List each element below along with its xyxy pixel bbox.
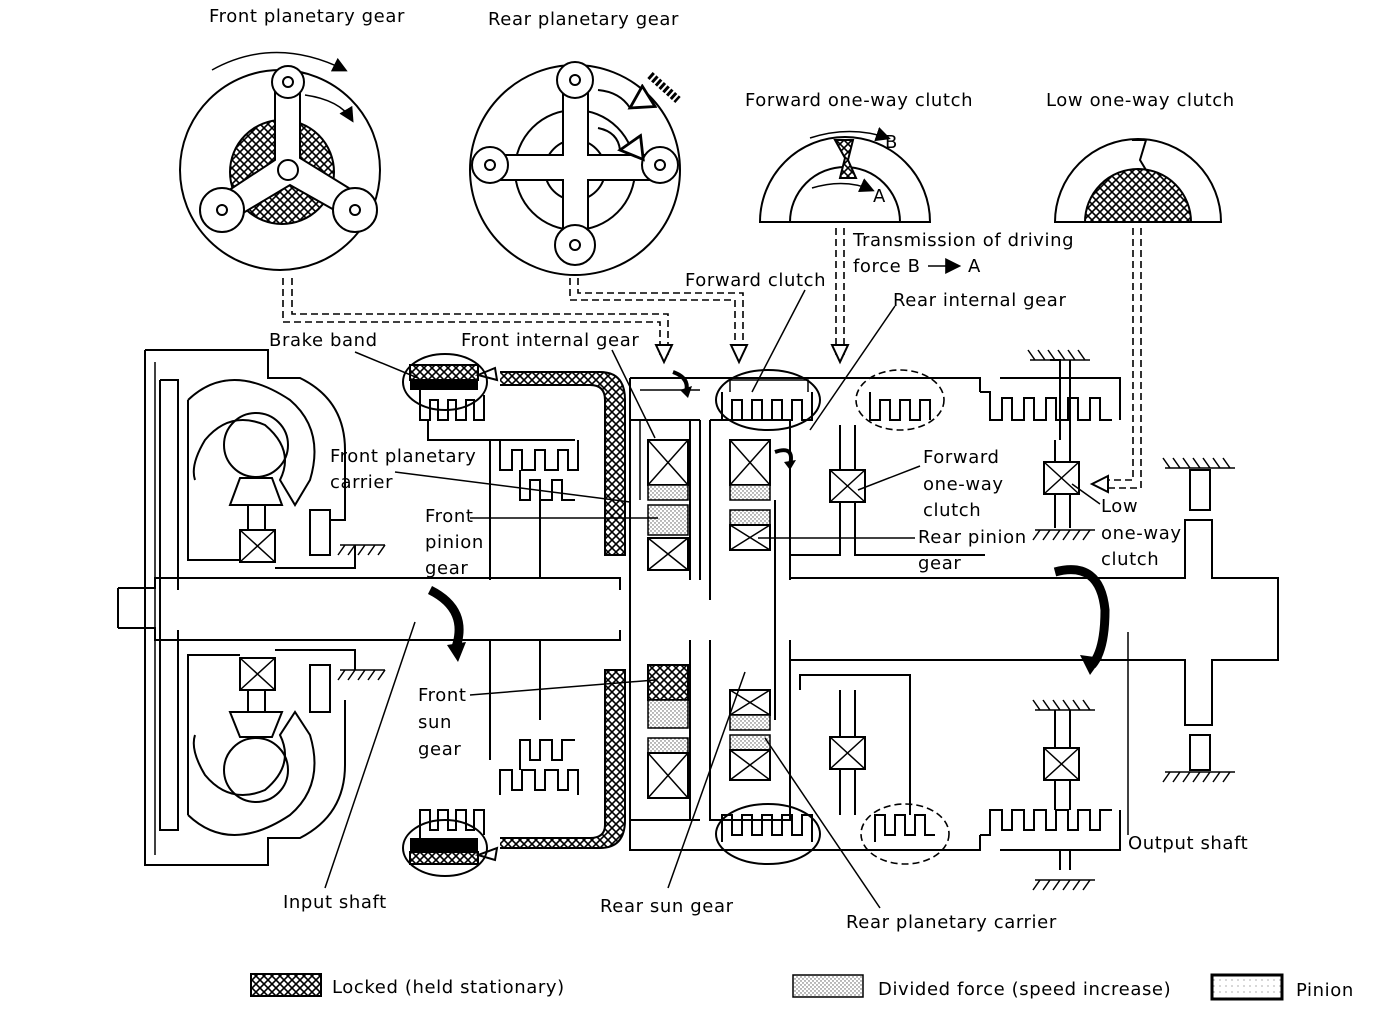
- marker-a: A: [873, 186, 886, 207]
- label-front-planetary-carrier-2: carrier: [330, 472, 393, 493]
- label-low-one-way-clutch-3: clutch: [1101, 549, 1159, 570]
- label-front-pinion-gear-3: gear: [425, 558, 468, 579]
- output-shaft: [790, 457, 1279, 783]
- label-rear-sun-gear: Rear sun gear: [600, 896, 734, 917]
- front-planetary-set: [489, 419, 701, 821]
- label-forward-clutch: Forward clutch: [685, 270, 826, 291]
- label-front-planetary-carrier-1: Front planetary: [330, 446, 476, 467]
- label-front-sun-gear-3: gear: [418, 739, 461, 760]
- forward-one-way-clutch-figure: B A: [758, 127, 932, 223]
- label-transmission-line2: force B: [853, 256, 921, 277]
- legend-swatch-locked: [250, 973, 322, 997]
- marker-b: B: [885, 132, 898, 153]
- label-forward-one-way-clutch-3: clutch: [923, 500, 981, 521]
- label-front-pinion-gear-1: Front: [425, 506, 474, 527]
- brake-band-top: [402, 353, 626, 556]
- legend-divided: Divided force (speed increase): [878, 979, 1171, 1000]
- dashed-connections: [282, 228, 1142, 494]
- low-one-way-clutch-figure: [1053, 138, 1223, 223]
- legend-swatch-divided: [792, 974, 864, 998]
- label-transmission-line1: Transmission of driving: [852, 230, 1074, 251]
- label-forward-one-way-clutch-top: Forward one-way clutch: [745, 90, 973, 111]
- label-rear-pinion-gear-2: gear: [918, 553, 961, 574]
- label-low-one-way-clutch-1: Low: [1101, 496, 1138, 517]
- output-assembly: [980, 349, 1121, 891]
- label-front-pinion-gear-2: pinion: [425, 532, 484, 553]
- label-low-one-way-clutch-2: one-way: [1101, 523, 1182, 544]
- torque-converter: [144, 349, 386, 866]
- label-input-shaft: Input shaft: [283, 892, 387, 913]
- label-low-one-way-clutch-top: Low one-way clutch: [1046, 90, 1235, 111]
- label-output-shaft: Output shaft: [1128, 833, 1248, 854]
- label-front-internal-gear: Front internal gear: [461, 330, 639, 351]
- label-brake-band: Brake band: [269, 330, 378, 351]
- labels: Front planetary gear Rear planetary gear…: [209, 6, 1248, 933]
- label-rear-internal-gear: Rear internal gear: [893, 290, 1066, 311]
- label-rear-planetary-gear: Rear planetary gear: [488, 9, 679, 30]
- input-shaft: [117, 577, 621, 662]
- leader-lines: [324, 289, 1129, 909]
- label-forward-one-way-clutch-2: one-way: [923, 474, 1004, 495]
- brake-band-bottom: [402, 669, 626, 877]
- front-planetary-gear-figure: [179, 51, 381, 271]
- legend-pinion: Pinion: [1296, 980, 1354, 1001]
- legend: Locked (held stationary) Divided force (…: [250, 973, 1354, 1001]
- legend-locked: Locked (held stationary): [332, 977, 565, 998]
- label-transmission-a: A: [968, 256, 981, 277]
- label-forward-one-way-clutch-1: Forward: [923, 447, 1000, 468]
- label-front-sun-gear-2: sun: [418, 712, 452, 733]
- rear-planetary-gear-figure: [469, 61, 681, 276]
- label-front-sun-gear-1: Front: [418, 685, 467, 706]
- label-rear-planetary-carrier: Rear planetary carrier: [846, 912, 1057, 933]
- legend-swatch-pinion: [1210, 973, 1284, 1001]
- label-front-planetary-gear: Front planetary gear: [209, 6, 405, 27]
- label-rear-pinion-gear-1: Rear pinion: [918, 527, 1027, 548]
